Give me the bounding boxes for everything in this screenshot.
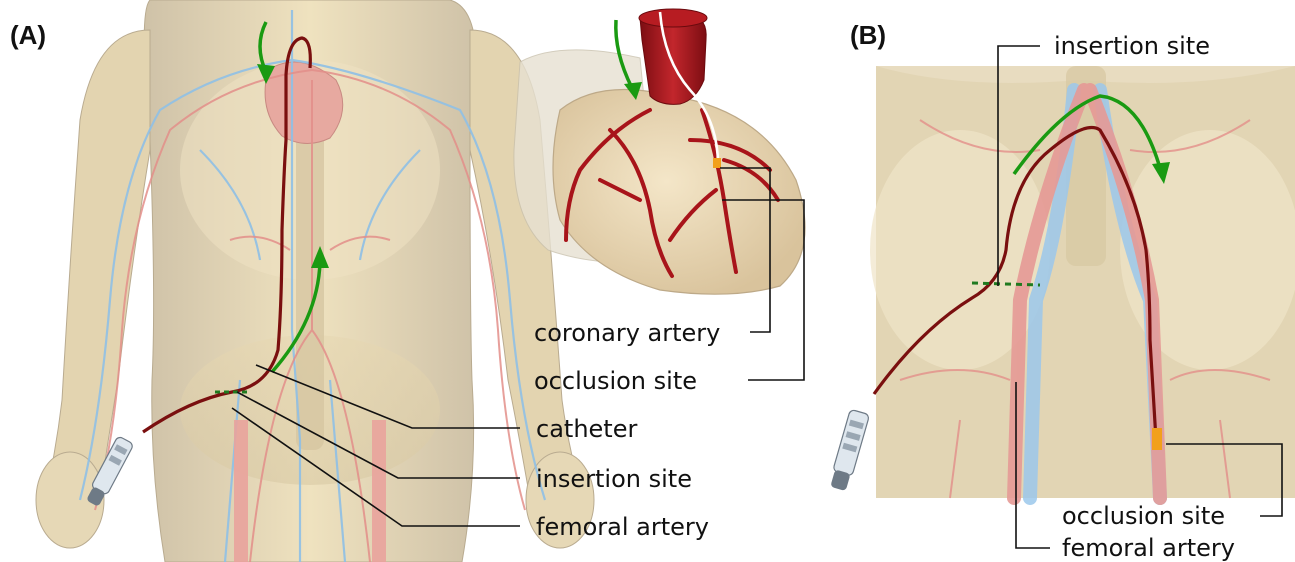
callout-insertion-site-a: insertion site (536, 465, 692, 493)
callout-occlusion-site-b: occlusion site (1062, 502, 1225, 530)
callout-catheter: catheter (536, 415, 637, 443)
panel-b-label: (B) (850, 20, 886, 50)
occlusion-marker-b (1152, 428, 1162, 450)
heart (553, 90, 805, 295)
panel-a-label: (A) (10, 20, 46, 50)
occlusion-marker (713, 158, 721, 168)
panel-b: (B) (828, 20, 1295, 562)
callout-femoral-artery-b: femoral artery (1062, 534, 1235, 562)
catheter-handle-icon-b (828, 409, 869, 491)
callout-insertion-site-b: insertion site (1054, 32, 1210, 60)
callout-occlusion-site-a: occlusion site (534, 367, 697, 395)
callout-coronary-artery: coronary artery (534, 319, 720, 347)
heart-inset: coronary artery occlusion site (514, 9, 805, 395)
callout-femoral-artery-a: femoral artery (536, 513, 709, 541)
